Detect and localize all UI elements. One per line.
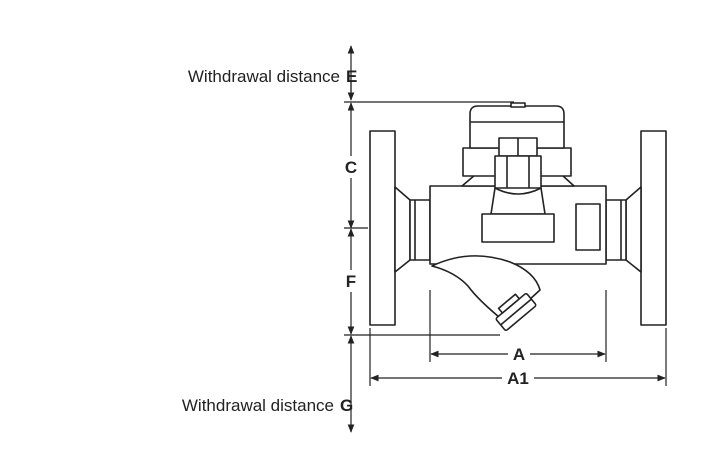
left-hub [409, 199, 431, 261]
dimension-f-label: F [346, 272, 356, 291]
cap-top [469, 105, 565, 149]
dimension-lines [344, 45, 667, 433]
strainer-cap [495, 293, 537, 331]
left-flange [369, 130, 396, 326]
cap-knob [510, 102, 526, 108]
withdrawal-top-label: Withdrawal distance [188, 67, 340, 86]
right-flange [640, 130, 667, 326]
dimension-c-label: C [345, 158, 357, 177]
withdrawal-bottom-label: Withdrawal distance [182, 396, 334, 415]
right-neck [625, 186, 642, 273]
dimension-a1-label: A1 [507, 369, 529, 388]
valve-body [369, 102, 667, 331]
hex-nut-lower [494, 155, 542, 189]
sight-window [575, 203, 601, 251]
stem-neck [490, 187, 546, 215]
right-hub [605, 199, 627, 261]
dimension-a-label: A [513, 345, 525, 364]
inner-plug [481, 213, 555, 243]
left-neck [394, 186, 411, 273]
withdrawal-top-letter: E [346, 67, 357, 86]
withdrawal-bottom-letter: G [340, 396, 353, 415]
